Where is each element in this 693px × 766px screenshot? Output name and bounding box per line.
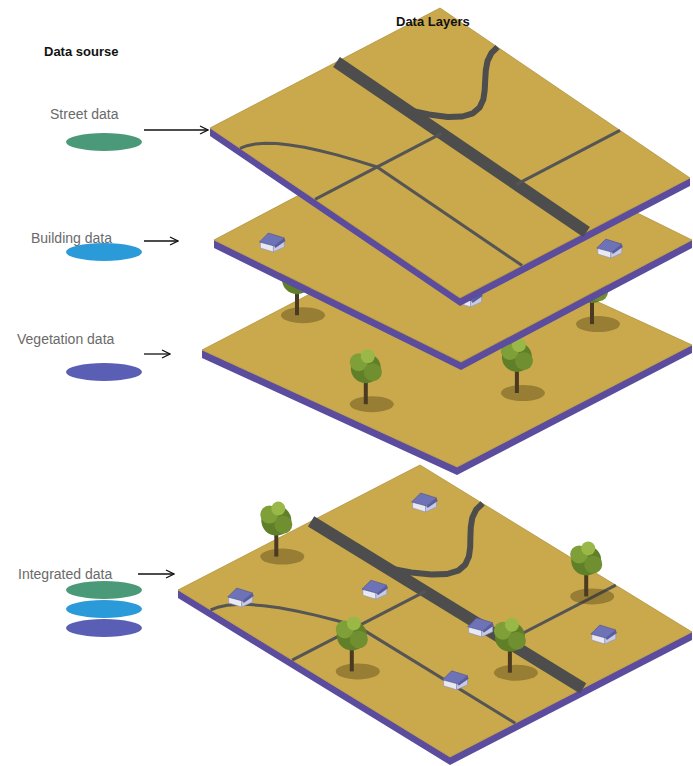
house-icon (591, 625, 617, 644)
street-road (211, 604, 358, 626)
tree-icon (501, 338, 545, 401)
vegetation-source-ellipse (66, 363, 142, 381)
house-icon (468, 618, 494, 637)
tree-canopy (271, 502, 285, 516)
tree-icon (260, 502, 304, 565)
house-roof (458, 676, 469, 686)
building-source-ellipse (66, 600, 142, 618)
layer-surface (178, 465, 692, 757)
tree-shadow (260, 549, 304, 565)
source-label: Integrated data (18, 566, 112, 583)
tree-shadow (501, 385, 545, 401)
tree-canopy (505, 618, 519, 632)
tree-shadow (576, 316, 620, 332)
tree-trunk (274, 533, 278, 557)
pointer-arrow (144, 129, 208, 130)
tree-canopy (515, 352, 533, 370)
layer-stack (178, 8, 692, 765)
tree-icon (494, 618, 538, 681)
source-label: Street data (50, 106, 119, 123)
tree-canopy (584, 555, 602, 573)
tree-icon (570, 541, 614, 604)
column-heading: Data sourse (44, 44, 118, 60)
street-source-ellipse (66, 581, 142, 599)
street-source-ellipse (66, 133, 142, 151)
street-road (377, 167, 522, 266)
tree-canopy (364, 363, 382, 381)
tree-canopy (350, 630, 368, 648)
house-roof (274, 238, 285, 248)
house-icon (597, 239, 623, 258)
house-icon (443, 671, 469, 690)
street-road (240, 143, 377, 167)
tree-canopy (581, 541, 595, 555)
tree-shadow (281, 307, 325, 323)
street-road (517, 130, 621, 184)
house-icon (259, 233, 285, 252)
house-roof (606, 630, 617, 640)
layer-surface (210, 8, 690, 298)
tree-canopy (361, 349, 375, 363)
main-road (311, 521, 583, 688)
column-heading: Data Layers (396, 14, 470, 30)
tree-canopy (508, 632, 526, 650)
tree-trunk (350, 647, 354, 671)
tree-shadow (350, 396, 394, 412)
curved-road (407, 47, 498, 117)
tree-trunk (584, 572, 588, 596)
house-roof (483, 623, 494, 633)
source-markers (66, 130, 208, 637)
pointer-arrow (138, 573, 174, 574)
house-roof (612, 244, 623, 254)
tree-trunk (364, 380, 368, 404)
tree-trunk (515, 369, 519, 393)
tree-icon (336, 616, 380, 679)
house-icon (228, 588, 254, 607)
house-icon (412, 493, 438, 512)
map-layer (178, 465, 692, 765)
tree-canopy (347, 616, 361, 630)
vegetation-source-ellipse (66, 619, 142, 637)
house-roof (427, 498, 438, 508)
source-label: Building data (31, 230, 112, 247)
house-roof (243, 593, 254, 603)
curved-road (387, 503, 482, 574)
tree-trunk (508, 649, 512, 673)
house-icon (362, 580, 388, 599)
street-road (358, 626, 516, 723)
tree-trunk (295, 291, 299, 315)
house-roof (377, 585, 388, 595)
tree-shadow (570, 588, 614, 604)
source-label: Vegetation data (17, 331, 114, 348)
street-road (292, 591, 425, 660)
map-layer (210, 8, 690, 306)
tree-trunk (590, 300, 594, 324)
tree-shadow (494, 665, 538, 681)
tree-canopy (274, 516, 292, 534)
tree-shadow (336, 663, 380, 679)
tree-icon (350, 349, 394, 412)
main-road (337, 62, 587, 232)
pointer-arrow (144, 353, 170, 354)
pointer-arrow (144, 240, 178, 241)
